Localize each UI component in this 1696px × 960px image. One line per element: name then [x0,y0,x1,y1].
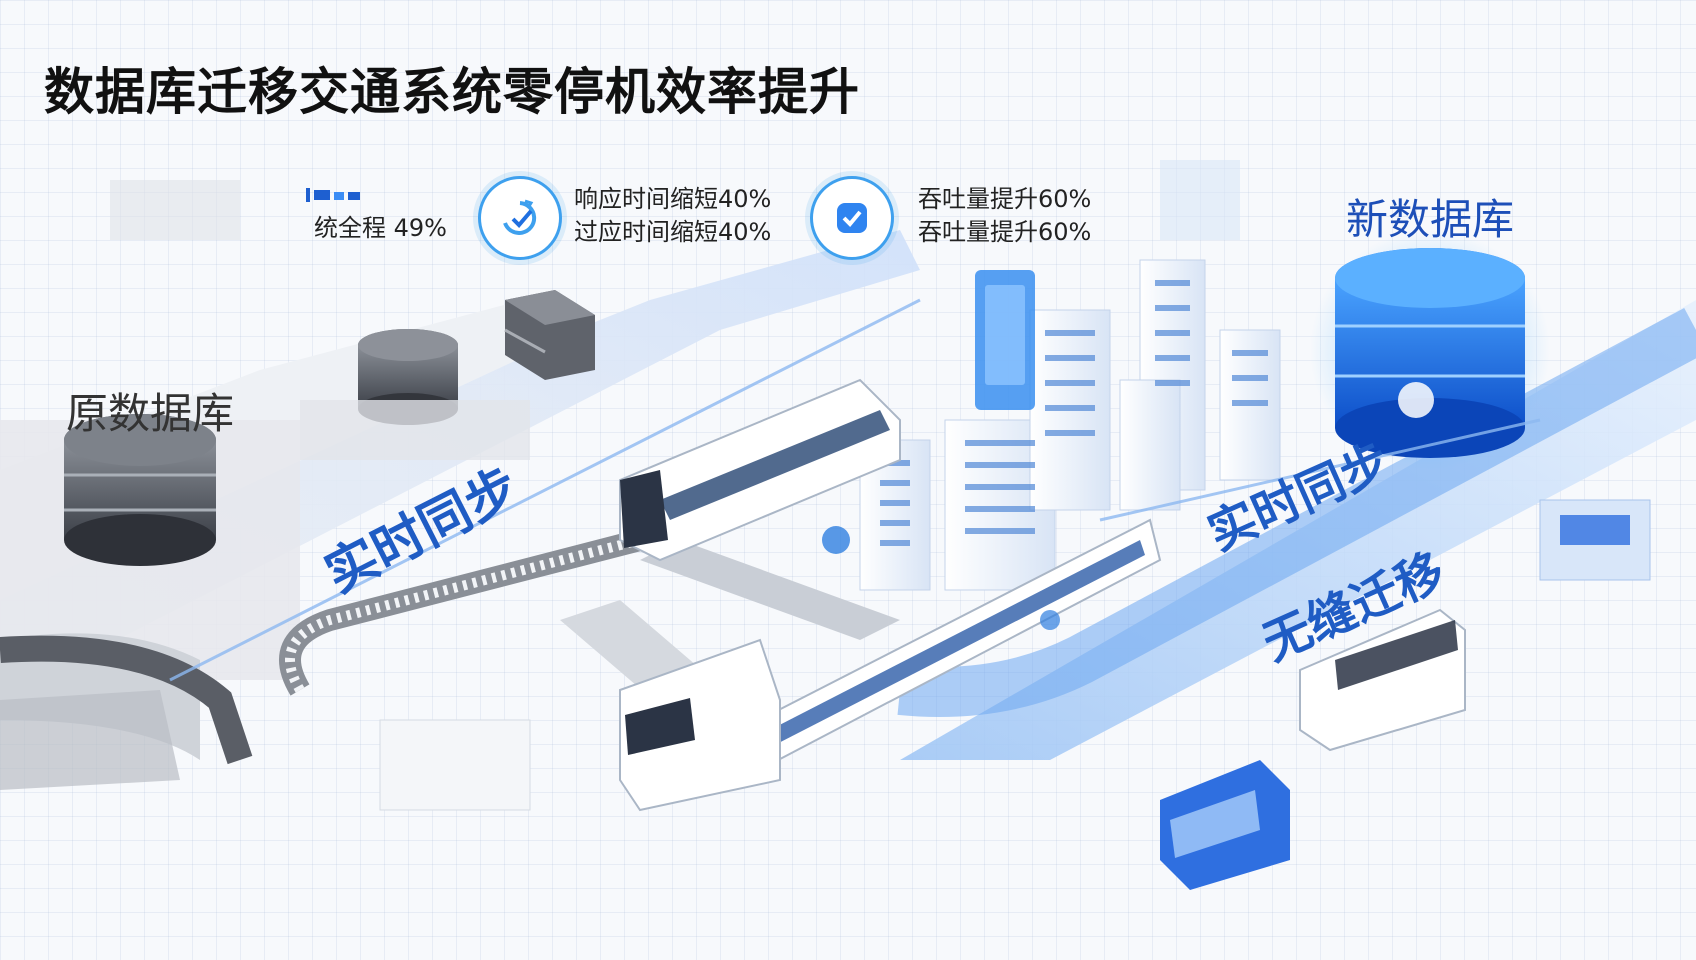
throughput-shield-icon [810,176,894,260]
page-title: 数据库迁移交通系统零停机效率提升 [44,63,860,121]
white-bus-right [1299,608,1466,752]
bus-stats-icon [306,186,362,204]
stat-2-line2: 过应时间缩短40% [574,218,772,246]
tram-vehicle [619,378,901,562]
old-database-label: 原数据库 [66,389,235,438]
white-bus-left [379,638,781,812]
stat-3-line2: 吞吐量提升60% [918,218,1092,246]
new-database-icon [1310,230,1550,470]
new-database-label: 新数据库 [1346,195,1515,244]
blue-bus [1160,760,1290,890]
stat-1-line1: 统全程 49% [314,214,447,242]
city-buildings [859,259,1281,591]
stat-2-line1: 响应时间缩短40% [574,185,772,213]
response-time-icon [478,176,562,260]
old-database-icon [64,290,595,566]
stat-3-line1: 吞吐量提升60% [918,185,1092,213]
